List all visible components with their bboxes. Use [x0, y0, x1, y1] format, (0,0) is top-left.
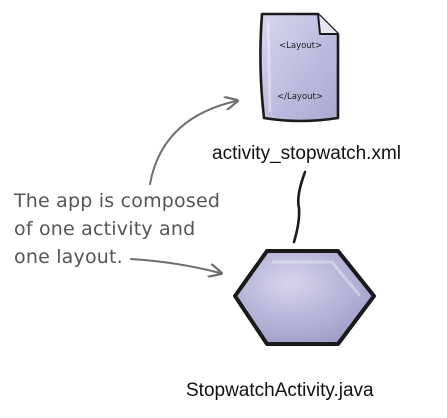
annotation-line-1: The app is composed [13, 190, 220, 212]
connector-line [292, 170, 307, 244]
activity-filename: StopwatchActivity.java [186, 380, 374, 401]
annotation-text: The app is composed of one activity and … [13, 190, 226, 268]
annotation-line-3: one layout. [14, 246, 123, 268]
annotation-line-2: of one activity and [14, 218, 195, 240]
layout-close-tag: </Layout> [277, 92, 323, 102]
layout-filename: activity_stopwatch.xml [212, 143, 401, 164]
arrow-to-layout [149, 101, 236, 185]
java-activity-hexagon-icon [233, 249, 376, 346]
arrow-to-activity [130, 258, 220, 273]
layout-open-tag: <Layout> [279, 41, 322, 51]
xml-document-icon [259, 12, 340, 123]
